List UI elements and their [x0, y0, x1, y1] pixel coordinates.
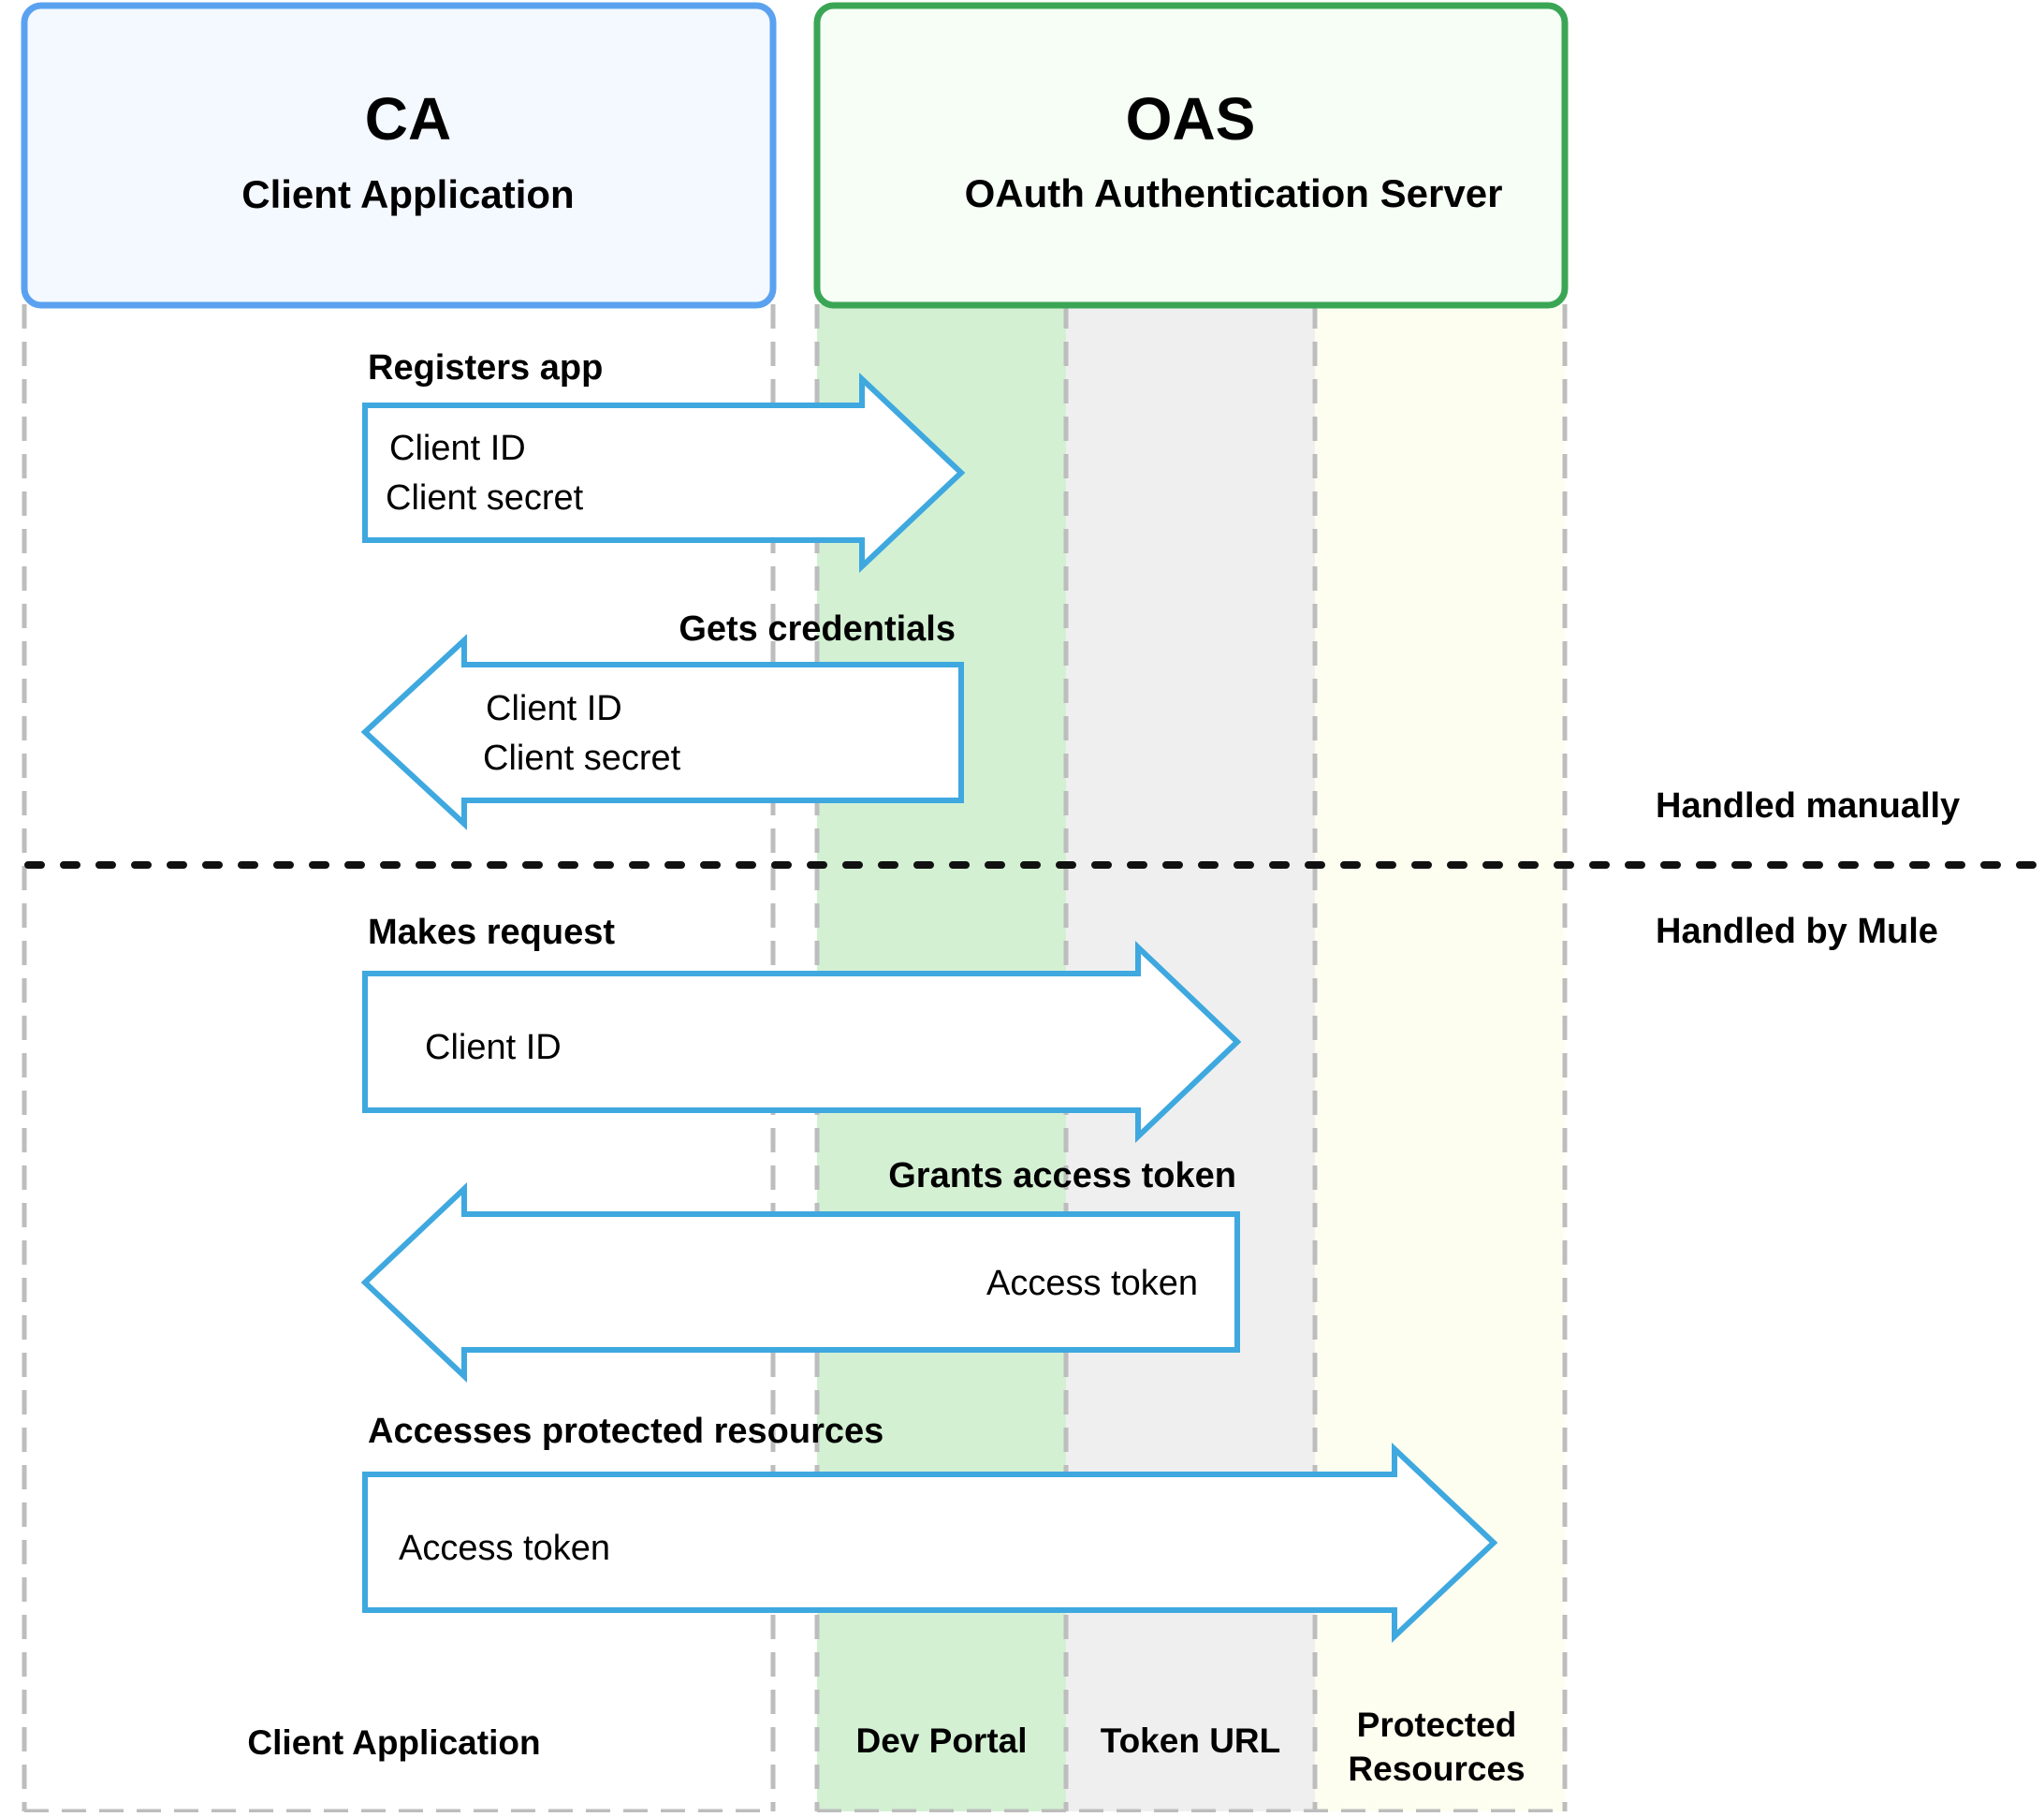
step-accesses-label: Accesses protected resources	[368, 1412, 883, 1451]
arrow-accesses	[362, 1443, 1498, 1643]
arrow-request	[362, 940, 1242, 1144]
ca-box	[21, 2, 777, 309]
arrow-gets-line2: Client secret	[483, 739, 681, 778]
lane-token-url-label: Token URL	[1101, 1722, 1281, 1760]
ca-title: CA	[365, 85, 451, 153]
step-gets-label: Gets credentials	[679, 609, 956, 649]
step-registers-label: Registers app	[368, 348, 603, 388]
arrow-gets	[360, 634, 964, 830]
arrow-registers-line2: Client secret	[386, 478, 584, 518]
step-grants-label: Grants access token	[888, 1156, 1236, 1195]
lane-client-label: Client Application	[247, 1723, 540, 1762]
ca-subtitle: Client Application	[241, 172, 574, 216]
arrow-grants	[360, 1182, 1240, 1383]
arrow-request-line1: Client ID	[425, 1028, 562, 1067]
zone-manual-label: Handled manually	[1656, 786, 1960, 826]
oas-subtitle: OAuth Authentication Server	[965, 171, 1503, 215]
arrow-accesses-line1: Access token	[399, 1529, 610, 1568]
arrow-grants-line1: Access token	[986, 1264, 1198, 1303]
lane-protected-label-line1: Protected	[1357, 1706, 1517, 1744]
oas-title: OAS	[1126, 85, 1256, 153]
oas-box	[813, 2, 1569, 309]
arrow-registers-line1: Client ID	[389, 429, 526, 468]
step-request-label: Makes request	[368, 913, 615, 952]
zone-mule-label: Handled by Mule	[1656, 912, 1938, 951]
lane-protected-label-line2: Resources	[1348, 1750, 1525, 1788]
arrow-registers	[362, 373, 966, 573]
lane-dev-portal-label: Dev Portal	[855, 1722, 1027, 1760]
arrow-gets-line1: Client ID	[486, 689, 622, 728]
